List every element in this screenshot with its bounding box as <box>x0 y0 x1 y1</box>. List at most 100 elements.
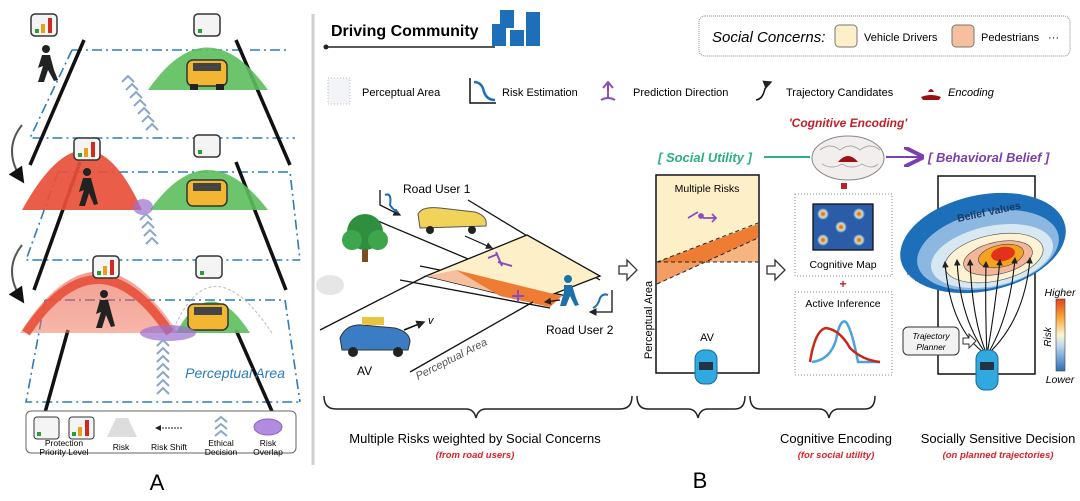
brain-icon <box>811 135 885 181</box>
legend-label: Protection <box>45 438 84 448</box>
social-concerns-legend: Social Concerns: Vehicle Drivers Pedestr… <box>698 15 1071 57</box>
brace-label: Socially Sensitive Decision <box>921 431 1076 446</box>
cognitive-encoding-title: 'Cognitive Encoding' <box>789 116 909 130</box>
flow-arrow-icon <box>766 258 786 282</box>
legend-label: Perceptual Area <box>362 87 441 99</box>
priority-low-icon <box>193 13 221 37</box>
pedestrian-risk-edge <box>22 275 174 336</box>
perceptual-area-label: Perceptual Area <box>185 365 285 381</box>
panel-b-label: B <box>693 468 708 493</box>
av-label: AV <box>357 364 372 378</box>
legend-label: Risk Estimation <box>502 87 578 99</box>
panel-a: Perceptual Area Protection Priority Leve… <box>8 13 301 495</box>
perceptual-area-icon <box>327 77 351 105</box>
pedestrian-icon <box>38 45 58 82</box>
legend-label: Ethical <box>208 438 234 448</box>
risk-overlap-icon <box>253 418 283 436</box>
tree-icon <box>342 214 388 262</box>
legend-label: Overlap <box>253 447 283 457</box>
road-user-1-car-icon <box>417 207 487 234</box>
priority-low-icon <box>33 416 60 440</box>
car-icon <box>186 179 228 207</box>
section-braces <box>323 395 876 419</box>
active-inference-box: Active Inference <box>794 291 893 376</box>
flow-arrow-icon <box>618 258 638 282</box>
behavioral-belief-label: [ Behavioral Belief ] <box>927 150 1050 165</box>
transition-arrow <box>8 244 25 304</box>
priority-high-icon <box>73 137 101 161</box>
social-concerns-title: Social Concerns: <box>712 29 825 46</box>
pedestrian-icon <box>96 290 115 328</box>
multiple-risks-title: Multiple Risks <box>675 183 740 195</box>
priority-low-icon <box>193 134 221 158</box>
panel-a-label: A <box>150 470 165 495</box>
brace-label: Cognitive Encoding <box>780 431 892 446</box>
prediction-direction-icon <box>512 290 524 302</box>
pedestrians-label: Pedestrians <box>981 32 1040 44</box>
more-ellipsis: ··· <box>1048 32 1059 44</box>
legend-label: Risk <box>113 442 130 452</box>
brace-label: Multiple Risks weighted by Social Concer… <box>349 431 601 446</box>
cognitive-map-label: Cognitive Map <box>809 259 876 271</box>
colorbar-low-label: Lower <box>1046 374 1075 386</box>
legend-label: Prediction Direction <box>633 87 728 99</box>
risk-shift-arc <box>171 286 273 334</box>
buildings-icon <box>492 10 540 46</box>
ethical-decision-icon <box>121 74 159 131</box>
prediction-direction-icon <box>600 80 616 101</box>
risk-colorbar <box>1055 298 1066 372</box>
risk-icon <box>107 418 137 437</box>
panel-b: Driving Community Social Concerns: Vehic… <box>316 10 1076 493</box>
velocity-arrow <box>403 320 426 331</box>
colorbar-title: Risk <box>1043 326 1054 346</box>
plus-marker: + <box>839 277 846 291</box>
risk-overlap-icon <box>140 325 196 341</box>
perceptual-area-side-label: Perceptual Area <box>643 280 655 359</box>
ethical-decision-icon <box>214 415 228 437</box>
brace-sublabel: (for social utility) <box>798 450 875 461</box>
risk-estimation-icon <box>588 290 613 316</box>
risk-estimation-icon <box>469 78 496 104</box>
risk-estimation-icon <box>379 190 402 216</box>
cognitive-map-box: Cognitive Map <box>794 193 893 277</box>
vehicle-drivers-label: Vehicle Drivers <box>864 32 938 44</box>
car-icon <box>186 59 228 90</box>
legend-label: Priority Level <box>39 447 88 457</box>
legend-label: Risk <box>260 438 277 448</box>
legend-label: Encoding <box>948 87 995 99</box>
colorbar-high-label: Higher <box>1045 287 1076 299</box>
risk-overlap-icon <box>133 199 153 215</box>
priority-high-icon <box>30 13 58 37</box>
pedestrian-icon <box>79 168 98 206</box>
shadow-blob <box>316 275 344 295</box>
multiple-risks-box: Multiple Risks AV Perceptual Area <box>643 174 760 385</box>
prediction-direction-icon <box>487 251 513 267</box>
legend-label: Decision <box>205 447 238 457</box>
equals-marker <box>841 183 847 189</box>
social-utility-label: [ Social Utility ] <box>657 150 753 165</box>
blue-curve <box>811 320 880 364</box>
road-user-1-label: Road User 1 <box>403 182 471 196</box>
perceptual-area-label: Perceptual Area <box>414 336 489 382</box>
road-scene: Road User 1 Road User 2 v AV Perceptual … <box>316 182 614 383</box>
trajectory-candidates <box>942 256 1033 356</box>
velocity-label: v <box>428 315 435 327</box>
ethical-decision-icon <box>139 212 159 245</box>
priority-high-icon <box>92 255 120 279</box>
legend-label: Trajectory Candidates <box>786 87 894 99</box>
trajectory-planner-label: Trajectory <box>912 331 950 341</box>
panel-b-title: Driving Community <box>331 23 479 40</box>
red-curve <box>808 326 881 364</box>
av-car-icon <box>339 317 411 357</box>
road-user-2-pedestrian-icon <box>560 275 579 306</box>
pedestrian-risk-hill <box>20 271 178 333</box>
vehicle-drivers-swatch <box>834 24 858 48</box>
planner-arrow-icon <box>962 332 977 350</box>
pedestrians-swatch <box>951 24 975 48</box>
panel-a-legend: Protection Priority Level Risk Risk Shif… <box>25 410 297 457</box>
prediction-direction-icon <box>687 211 718 223</box>
active-inference-label: Active Inference <box>805 298 880 310</box>
car-icon <box>187 303 229 331</box>
brace-sublabel: (from road users) <box>436 450 515 461</box>
